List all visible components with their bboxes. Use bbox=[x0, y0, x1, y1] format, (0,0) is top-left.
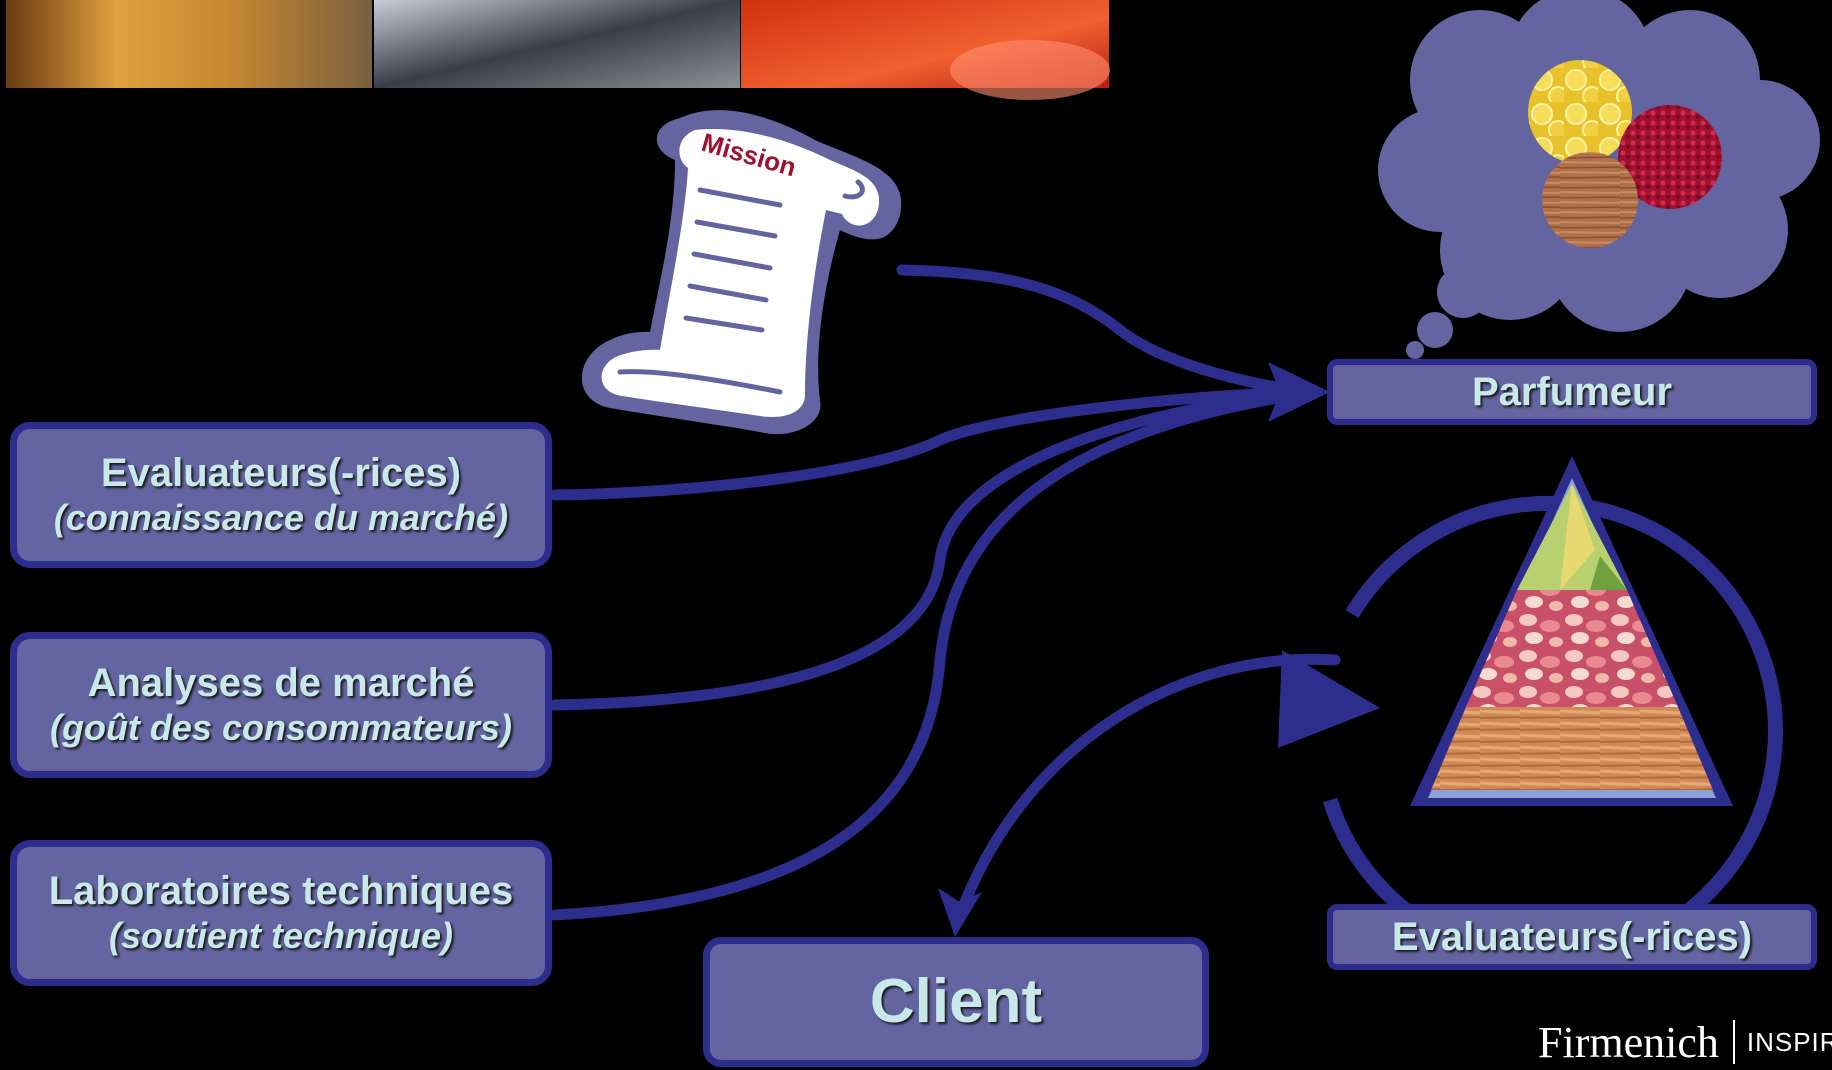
source-title-analyses: Analyses de marché bbox=[87, 661, 475, 706]
red-berries-image bbox=[1618, 105, 1722, 209]
connector-evaluateurs bbox=[549, 386, 1301, 501]
wood-image bbox=[1542, 152, 1638, 248]
source-subtitle-evaluateurs: (connaissance du marché) bbox=[53, 497, 509, 539]
connector-lines bbox=[549, 264, 1341, 921]
firmenich-logo: Firmenich INSPIRIN bbox=[1538, 1014, 1832, 1070]
connector-analyses bbox=[549, 387, 1301, 711]
pyramid-middle-flowers bbox=[1466, 590, 1678, 707]
source-title-laboratoires: Laboratoires techniques bbox=[48, 869, 514, 914]
logo-name: Firmenich bbox=[1538, 1017, 1719, 1067]
source-subtitle-analyses: (goût des consommateurs) bbox=[49, 707, 513, 749]
arrowhead-client bbox=[938, 888, 982, 937]
fragrance-pyramid bbox=[1410, 456, 1733, 806]
evaluators-label: Evaluateurs(-rices) bbox=[1327, 904, 1817, 970]
mission-scroll: Mission bbox=[581, 110, 902, 435]
pyramid-base-wood bbox=[1431, 707, 1713, 790]
connector-mission bbox=[896, 264, 1301, 396]
evaluation-cycle-arrowhead bbox=[1278, 650, 1380, 748]
source-subtitle-laboratoires: (soutient technique) bbox=[109, 915, 453, 957]
logo-divider bbox=[1732, 1020, 1735, 1064]
connector-client bbox=[954, 653, 1341, 921]
source-box-laboratoires: Laboratoires techniques (soutient techni… bbox=[10, 840, 552, 986]
perfumer-label: Parfumeur bbox=[1327, 359, 1817, 425]
source-box-evaluateurs: Evaluateurs(-rices) (connaissance du mar… bbox=[10, 422, 552, 568]
logo-tagline: INSPIRIN bbox=[1746, 1026, 1832, 1057]
connector-laboratoires bbox=[549, 389, 1301, 921]
source-box-analyses: Analyses de marché (goût des consommateu… bbox=[10, 632, 552, 778]
client-box: Client bbox=[703, 937, 1209, 1067]
arrowhead-parfumeur bbox=[1268, 362, 1330, 422]
source-title-evaluateurs: Evaluateurs(-rices) bbox=[100, 451, 462, 496]
client-label: Client bbox=[869, 967, 1043, 1037]
photo-silver-fabric bbox=[374, 0, 740, 88]
photo-amber-liquid bbox=[6, 0, 372, 88]
lemon-slices-image bbox=[1528, 60, 1632, 164]
